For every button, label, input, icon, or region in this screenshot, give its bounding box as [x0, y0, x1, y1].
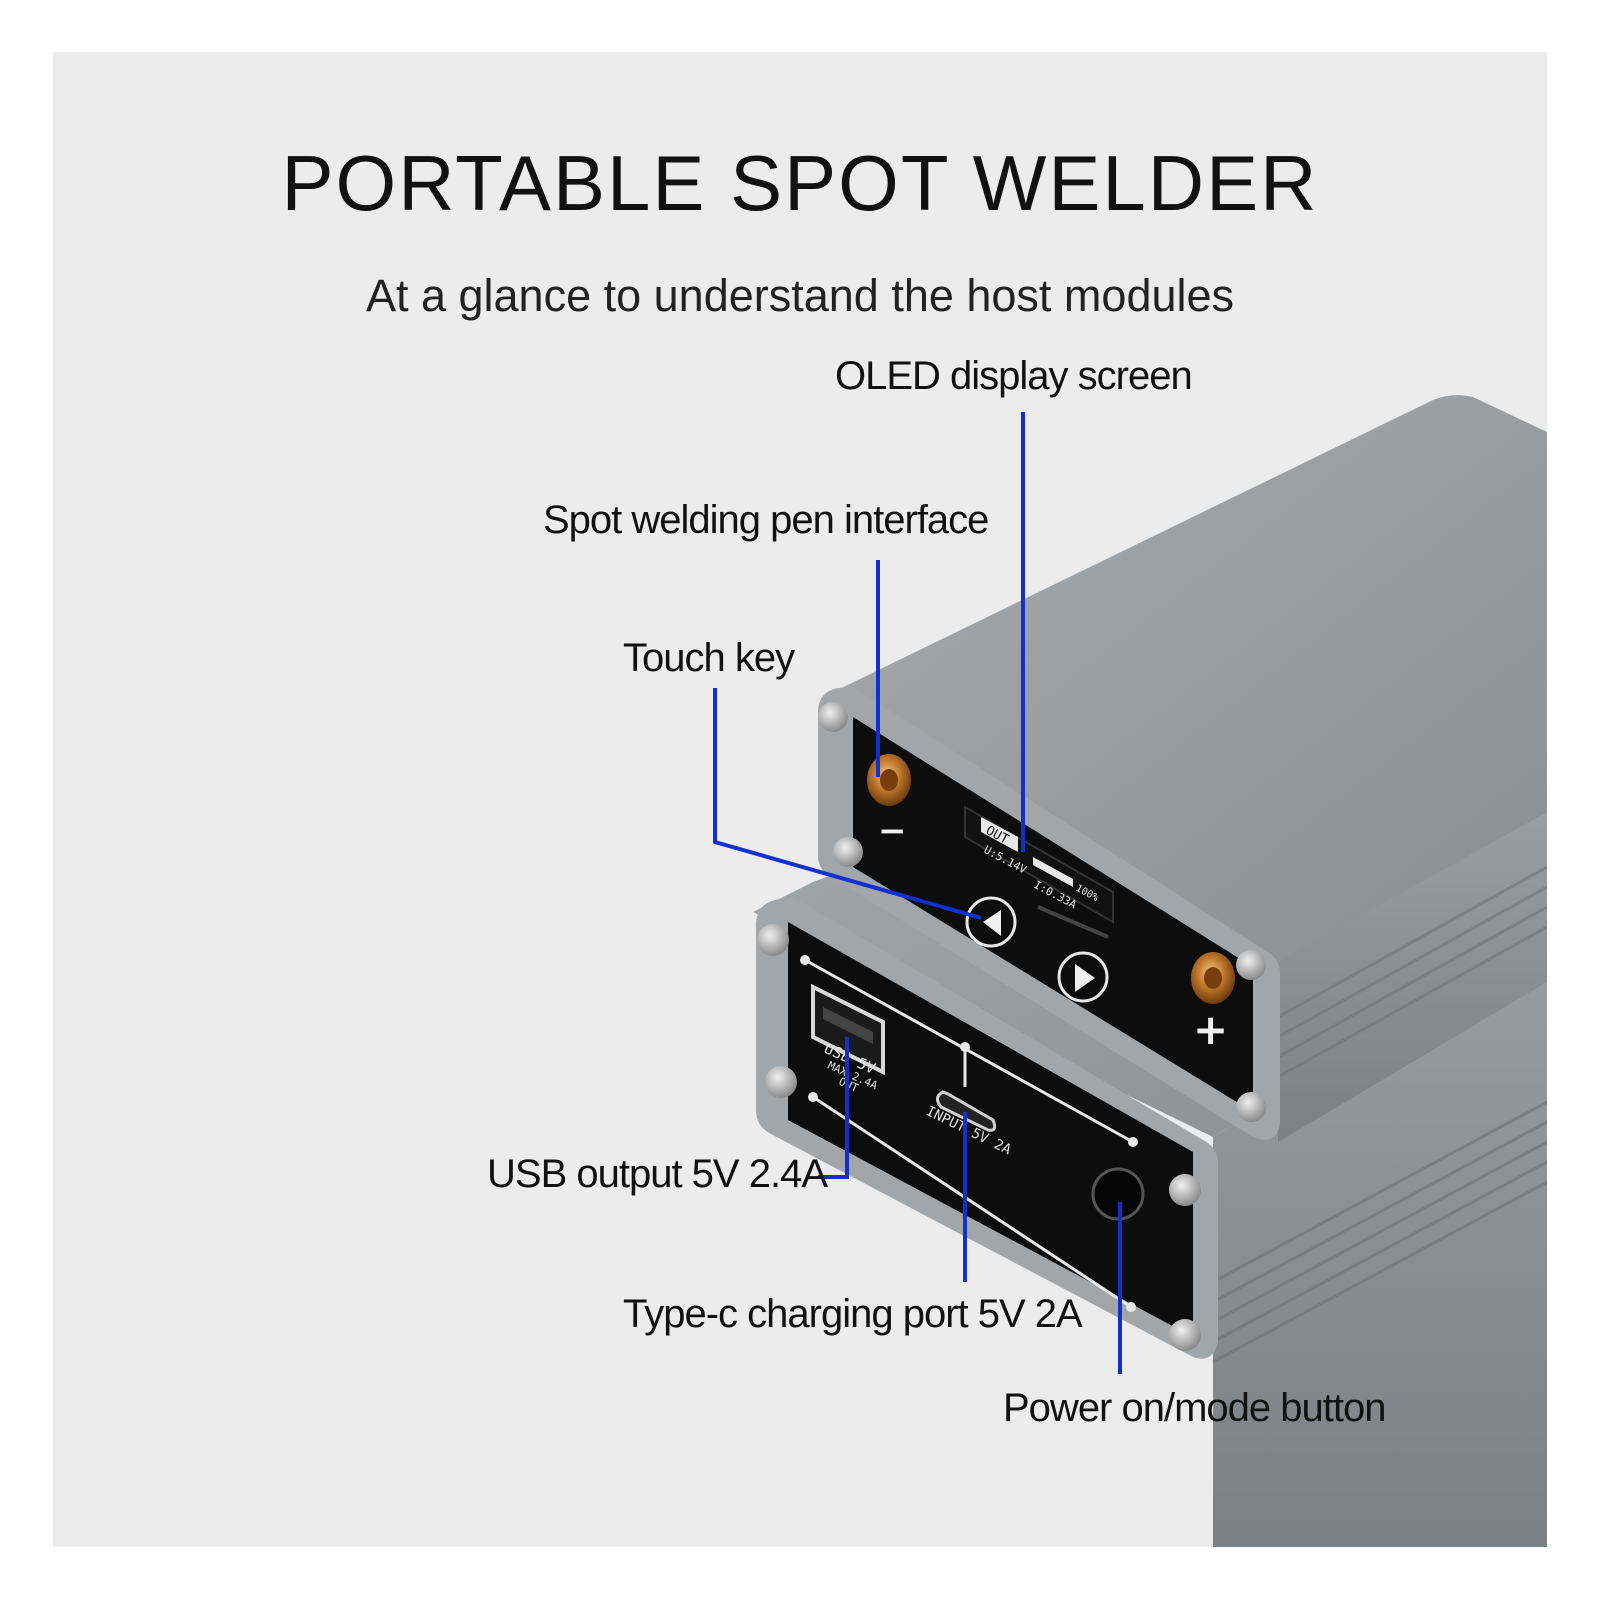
typec-charging-port	[936, 1090, 997, 1132]
callout-power-button: Power on/mode button	[1003, 1386, 1386, 1430]
upper-housing-side	[1278, 812, 1547, 1142]
upper-ridges	[1277, 865, 1547, 1079]
callout-typec-port: Type-c charging port 5V 2A	[623, 1292, 1083, 1336]
minus-label: −	[878, 811, 907, 851]
spot-welder-illustration: USB 5V MAX 2.4A OUT INPUT 5V 2A	[713, 395, 1547, 1547]
lower-ridges	[1212, 1100, 1547, 1364]
upper-unit: − + OUT U:5.14V I:0.33A 100%	[818, 395, 1547, 1142]
touch-key-left	[965, 896, 1017, 948]
touch-callout-line	[713, 688, 982, 920]
callout-lines	[713, 412, 1122, 1374]
page-title: PORTABLE SPOT WELDER	[281, 139, 1319, 227]
touch-key-right	[1057, 951, 1109, 1003]
callout-touch-key: Touch key	[623, 636, 795, 680]
usb-output-port	[811, 983, 885, 1076]
page-subtitle: At a glance to understand the host modul…	[365, 270, 1235, 321]
product-panel: USB 5V MAX 2.4A OUT INPUT 5V 2A	[53, 52, 1547, 1547]
lower-screws	[757, 924, 1201, 1351]
callout-oled-display: OLED display screen	[835, 354, 1193, 398]
callout-usb-output: USB output 5V 2.4A	[487, 1152, 828, 1196]
usb-callout-line	[818, 1037, 849, 1179]
pen-terminal-positive	[1191, 952, 1235, 1004]
callout-pen-interface: Spot welding pen interface	[543, 498, 989, 542]
upper-screws	[818, 702, 1266, 1122]
plus-label: +	[1193, 1005, 1228, 1054]
upper-housing-top	[823, 395, 1547, 963]
pen-terminal-negative	[867, 754, 911, 806]
lower-faceplate-lines	[804, 958, 1134, 1309]
